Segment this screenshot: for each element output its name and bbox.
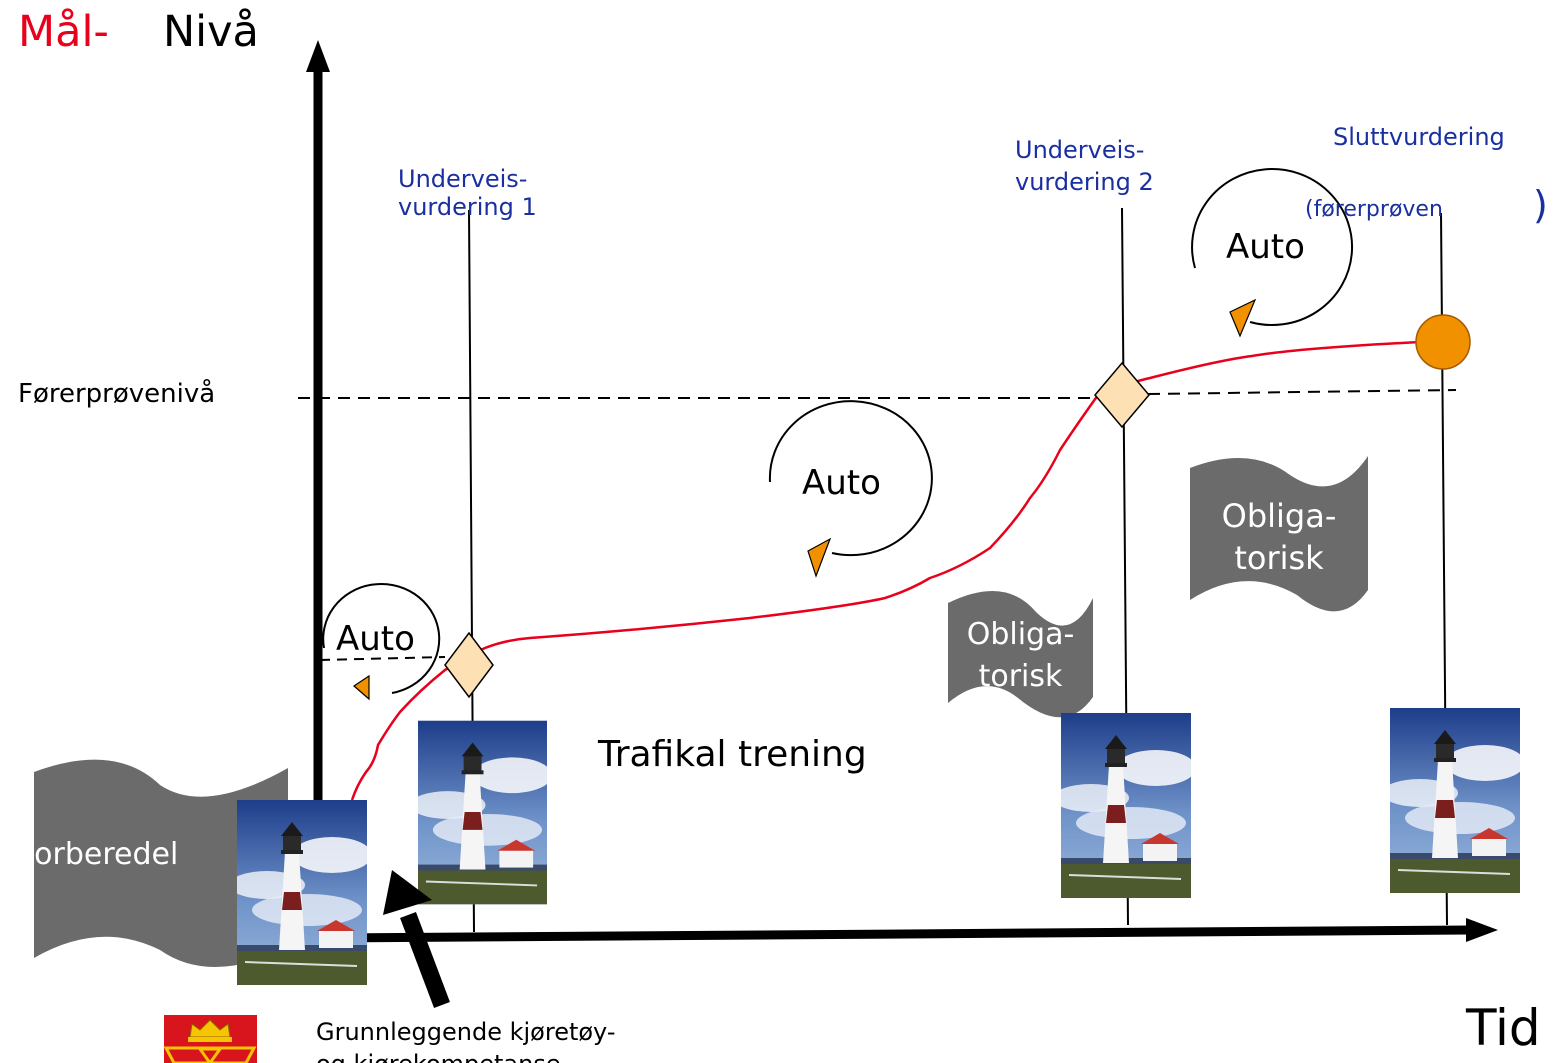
cycle-label-middle: Auto: [802, 463, 881, 503]
basic-competence-caption: Grunnleggende kjøretøy- og kjørekompetan…: [316, 1016, 616, 1063]
mandatory-banner-small: [948, 590, 1093, 718]
cycle-arrowhead-upper: [1229, 298, 1257, 338]
cycle-arc-upper: [1191, 168, 1354, 327]
small-dashed-line: [319, 656, 446, 661]
mandatory-label-small-line1: Obliga-: [966, 617, 1075, 652]
preparation-label: Forberedel: [18, 837, 179, 872]
basic-competence-arrowhead: [383, 870, 432, 915]
preparation-banner: [34, 759, 288, 968]
y-axis-arrowhead: [306, 40, 330, 72]
final-assessment-paren: ): [1533, 183, 1548, 227]
level-label: Nivå: [163, 7, 259, 57]
reference-dashed-line-right: [1147, 389, 1457, 395]
time-axis-label: Tid: [1466, 999, 1541, 1057]
cycle-arrowhead-small: [353, 674, 370, 701]
checkpoint-label-2-line1: Underveis-: [1015, 136, 1145, 164]
checkpoint-diamond-1: [444, 631, 494, 699]
final-assessment-label: Sluttvurdering: [1333, 123, 1505, 151]
final-checkpoint-marker: [1415, 314, 1471, 370]
coat-of-arms-logo: [163, 1015, 257, 1063]
training-label: Trafikal trening: [598, 734, 867, 775]
mandatory-label-large-line2: torisk: [1234, 538, 1324, 577]
basic-competence-line1: Grunnleggende kjøretøy-: [316, 1018, 616, 1046]
cycle-label-small: Auto: [336, 619, 415, 659]
mandatory-label-large: Obliga- torisk: [1190, 496, 1368, 579]
lighthouse-photo-3: [1390, 708, 1520, 893]
checkpoint-label-1: Underveis- vurdering 1: [398, 165, 537, 221]
mandatory-banner-large: [1190, 456, 1368, 612]
cycle-arrowhead-middle: [807, 537, 832, 578]
final-assessment-sublabel: (førerprøven: [1305, 197, 1443, 222]
basic-competence-arrow: [400, 911, 450, 1009]
x-axis-arrowhead: [1466, 918, 1498, 942]
mandatory-label-small-line2: torisk: [978, 659, 1063, 694]
goal-label: Mål-: [18, 7, 109, 57]
checkpoint-label-2-line2: vurdering 2: [1015, 168, 1154, 196]
lighthouse-photo-2: [1061, 713, 1191, 898]
x-axis: [329, 925, 1471, 943]
lighthouse-photo-1: [418, 720, 547, 905]
checkpoint-diamond-2: [1094, 361, 1150, 429]
reference-line-label: Førerprøvenivå: [18, 379, 216, 409]
mandatory-label-large-line1: Obliga-: [1221, 497, 1337, 535]
cycle-label-upper: Auto: [1226, 227, 1305, 267]
cycle-arc-middle: [768, 400, 933, 557]
checkpoint-label-2: Underveis- vurdering 2: [1015, 132, 1154, 200]
checkpoint-label-1-line1: Underveis-: [398, 165, 528, 193]
checkpoint-label-1-line2: vurdering 1: [398, 192, 537, 221]
cycle-arc-small: [322, 582, 441, 694]
mandatory-label-small: Obliga- torisk: [948, 614, 1093, 698]
lighthouse-photo-start: [237, 800, 367, 985]
progress-curve: [350, 340, 1421, 801]
basic-competence-line2: og kjørekompetanse: [316, 1048, 616, 1063]
